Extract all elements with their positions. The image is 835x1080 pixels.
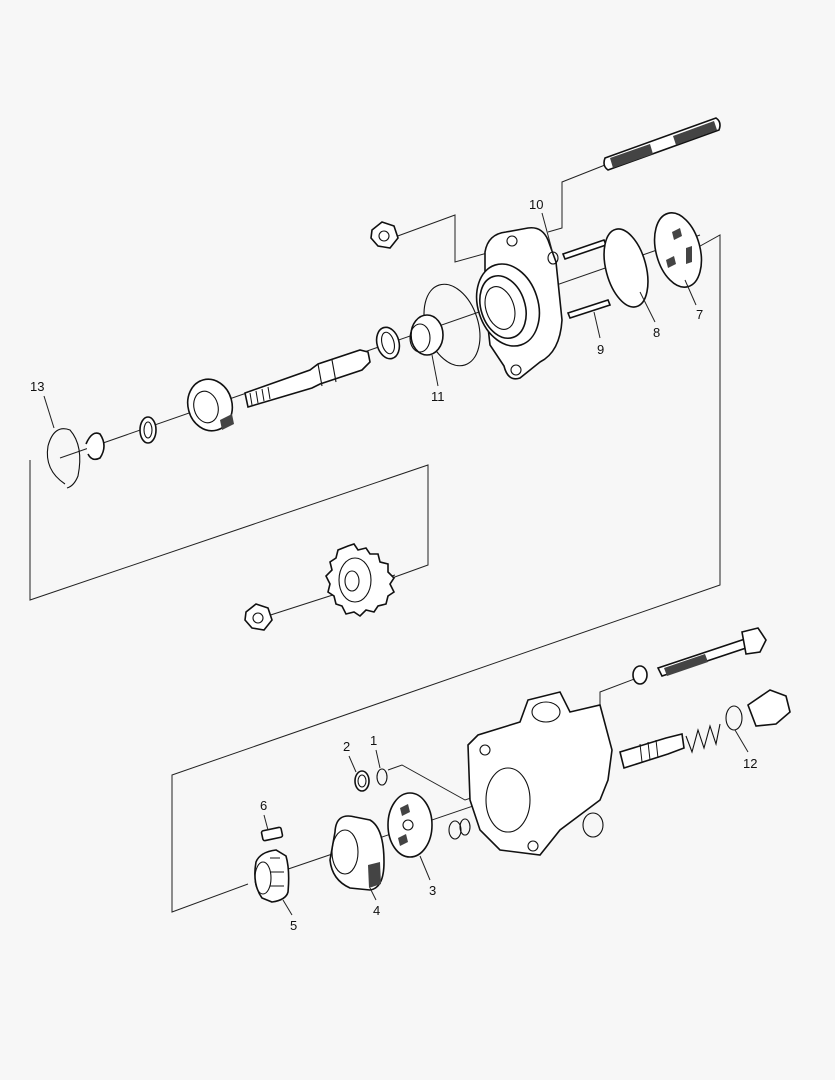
upper-shaft-assembly: [46, 117, 721, 489]
seal-ring-2-inner: [357, 774, 367, 788]
callout-1: 1: [370, 733, 377, 748]
drive-gear-assembly: [244, 543, 396, 631]
snap-ring: [46, 428, 81, 489]
housing-o-ring-2: [459, 818, 471, 836]
cam-ring: [329, 815, 385, 891]
vane: [260, 826, 284, 842]
housing-bolt: [656, 627, 767, 677]
callout-10: 10: [529, 197, 543, 212]
assembly-frame-lines: [29, 164, 721, 913]
callout-7: 7: [696, 307, 703, 322]
callout-5: 5: [290, 918, 297, 933]
callout-4: 4: [373, 903, 380, 918]
needle-bearing: [409, 314, 444, 356]
drive-gear: [325, 543, 396, 618]
shaft-seal: [375, 326, 401, 360]
callout-2: 2: [343, 739, 350, 754]
seal-ring-2: [354, 770, 370, 792]
pressure-plate: [387, 792, 433, 858]
gasket-ring: [603, 228, 649, 308]
drive-shaft: [244, 349, 371, 409]
relief-plug: [747, 689, 791, 727]
callout-13: 13: [30, 379, 44, 394]
relief-valve-plunger: [619, 733, 685, 770]
circlip: [85, 432, 105, 461]
callout-9: 9: [597, 342, 604, 357]
ball-bearing: [186, 378, 234, 432]
callout-leaders: [43, 212, 749, 916]
front-cover-housing: [475, 226, 563, 380]
callout-6: 6: [260, 798, 267, 813]
port-plate: [653, 212, 703, 288]
callout-11: 11: [431, 389, 445, 404]
shaft-seal-inner: [380, 331, 396, 355]
spacer-washer-inner: [143, 421, 153, 439]
callout-3: 3: [429, 883, 436, 898]
hex-nut-upper: [370, 221, 399, 249]
callout-12: 12: [743, 756, 757, 771]
rotor: [254, 849, 290, 903]
housing-o-ring-1: [448, 820, 462, 840]
spacer-washer: [139, 416, 157, 444]
pump-housing-assembly: [254, 627, 791, 903]
callout-8: 8: [653, 325, 660, 340]
hex-nut-lower: [244, 603, 273, 631]
callout-labels: 1 2 3 4 5 6 7 8 9 10 11 12 13: [30, 197, 757, 933]
bolt-washer: [632, 665, 648, 685]
stud-bolt: [603, 117, 721, 171]
relief-spring: [685, 723, 721, 754]
plug-o-ring: [725, 705, 743, 731]
pump-body: [467, 691, 613, 856]
dowel-pins: [561, 238, 612, 319]
o-ring-1: [376, 768, 388, 786]
